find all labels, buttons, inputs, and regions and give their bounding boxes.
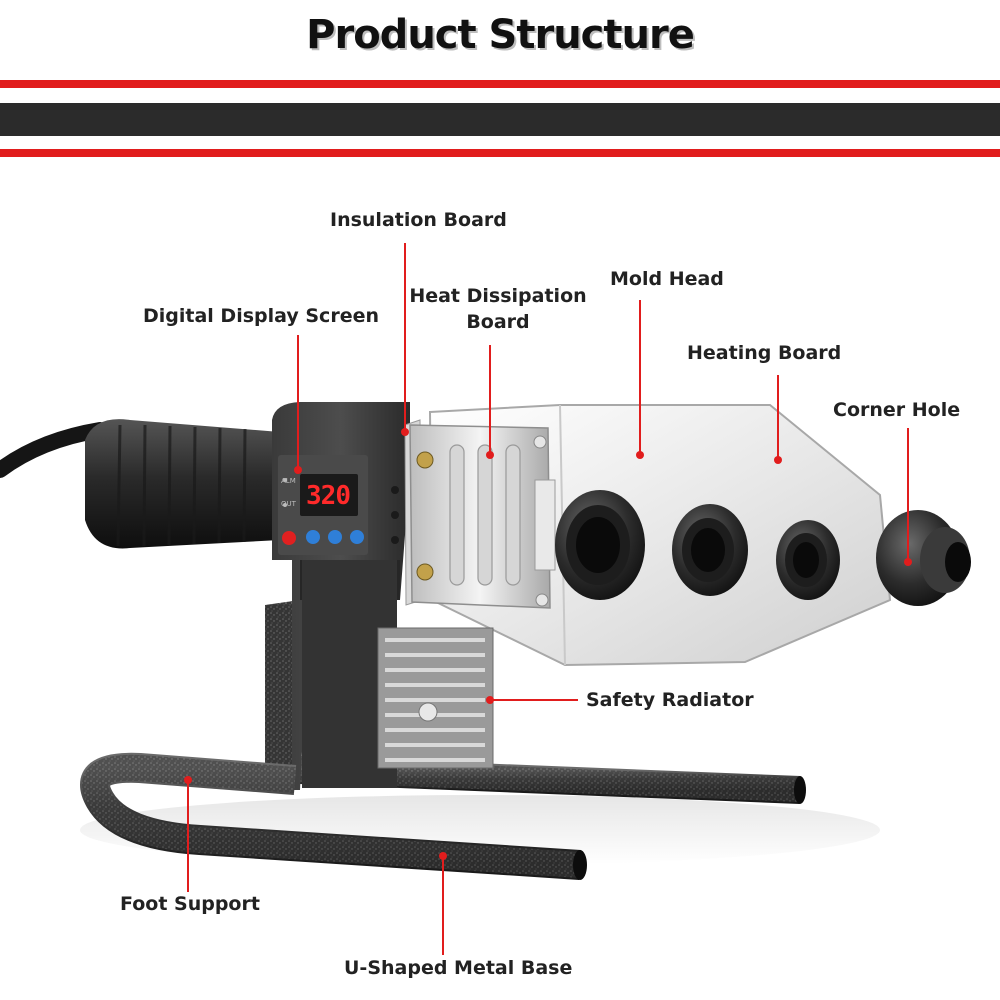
red-stripe-bottom [0, 149, 1000, 157]
label-corner-hole: Corner Hole [833, 399, 961, 421]
label-digital-display-screen: Digital Display Screen [143, 305, 379, 327]
label-foot-support: Foot Support [120, 893, 260, 915]
temperature-readout: 320 [306, 481, 351, 511]
label-insulation-board: Insulation Board [330, 209, 507, 231]
label-heating-board: Heating Board [687, 342, 842, 364]
out-indicator-label: OUT [281, 500, 296, 508]
label-mold-head: Mold Head [610, 268, 724, 290]
dark-stripe [0, 103, 1000, 136]
red-stripe-top [0, 80, 1000, 88]
label-safety-radiator: Safety Radiator [586, 689, 754, 711]
label-u-shaped-metal-base: U-Shaped Metal Base [344, 957, 573, 979]
page-title: Product Structure [306, 12, 695, 58]
label-heat-dissipation-board: Heat Dissipation Board [409, 285, 587, 333]
alm-indicator-label: ALM [281, 477, 296, 485]
